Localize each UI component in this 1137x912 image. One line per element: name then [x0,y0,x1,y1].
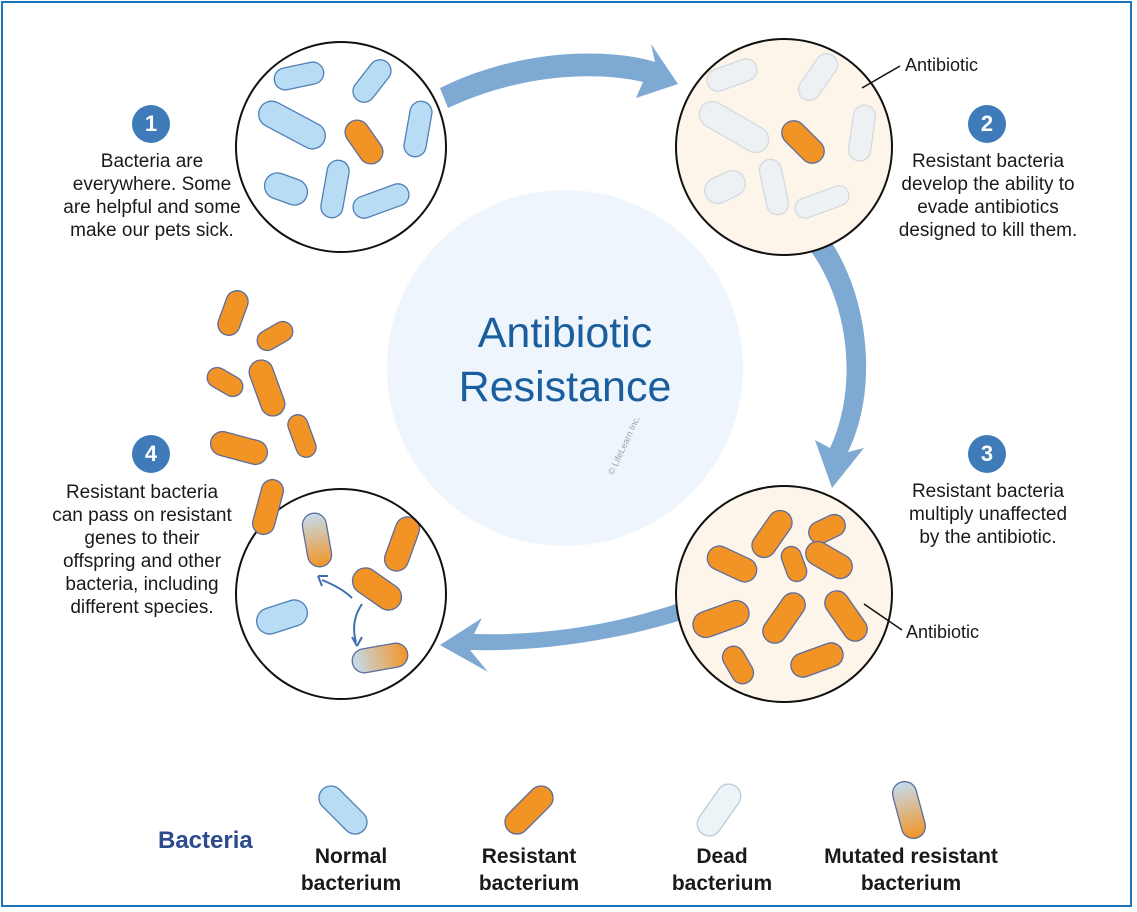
dead-bacterium [794,185,850,219]
resistant-bacterium [344,119,384,165]
circle-2-antibiotic [675,38,901,256]
legend-label-normal: Normal bacterium [300,845,402,895]
legend-label-mutated: Mutated resistant bacterium [824,845,998,895]
dead-bacterium [704,169,746,205]
resistant-bacterium [256,320,294,352]
legend-title: Bacteria [158,827,253,854]
resistant-bacterium [383,516,421,572]
resistant-bacterium [251,478,285,536]
normal-bacterium [352,183,410,219]
arrow-2-to-3 [810,240,867,488]
resistant-bacterium-icon [504,785,554,835]
resistant-bacterium [206,366,244,398]
step-1-badge: 1 [132,105,170,143]
arrow-3-to-4 [440,602,688,672]
normal-bacterium [263,172,309,206]
resistant-bacterium [209,430,269,466]
normal-bacterium [352,59,392,103]
mutated-bacterium [301,512,333,568]
circle-1-normal-bacteria [235,41,447,253]
step-2-text: Resistant bacteria develop the ability t… [898,151,1078,241]
circle-3-multiplying [675,485,903,703]
mutated-bacterium-icon [891,780,927,840]
legend-label-dead: Dead bacterium [671,845,773,895]
arrow-1-to-2 [440,44,678,108]
step-4-badge: 4 [132,435,170,473]
dead-bacterium [698,100,770,154]
center-circle [387,190,743,546]
antibiotic-label-top: Antibiotic [905,55,979,75]
resistant-bacterium [780,545,808,583]
step-4-text: Resistant bacteria can pass on resistant… [52,482,232,618]
normal-bacterium [273,61,325,91]
resistant-bacterium [781,120,825,164]
resistant-bacterium [248,359,286,417]
normal-bacterium [258,100,326,150]
dead-bacterium [758,158,790,216]
resistant-bacterium [351,567,403,611]
resistant-bacterium [790,642,844,678]
resistant-bacterium [706,545,758,583]
dead-bacterium [797,53,839,101]
dead-bacterium-icon [696,783,742,837]
resistant-bacterium [217,290,249,336]
resistant-bacterium [287,414,317,458]
normal-bacterium [255,599,309,635]
resistant-bacterium [692,599,750,639]
circle-4-gene-transfer [235,488,447,700]
resistant-bacterium [824,590,868,642]
resistant-bacterium [808,513,846,545]
normal-bacterium [320,159,350,219]
mutated-bacterium [351,642,409,674]
step-3-text: Resistant bacteria multiply unaffected b… [908,481,1068,548]
antibiotic-leader-line [863,603,903,631]
resistant-bacterium [805,540,853,580]
legend-label-resistant: Resistant bacterium [478,845,580,895]
step-1-text: Bacteria are everywhere. Some are helpfu… [63,151,241,241]
antibiotic-label-bottom: Antibiotic [906,622,980,642]
diagram-title: Antibiotic Resistance [458,309,672,411]
resistant-bacterium [751,509,793,559]
cycle-arrows [440,44,867,672]
step-3-badge: 3 [968,435,1006,473]
resistant-bacterium [721,645,755,685]
normal-bacterium [403,100,433,158]
legend-icons [318,780,927,840]
transfer-arrows [317,575,363,647]
dead-bacterium [847,104,877,162]
step-2-badge: 2 [968,105,1006,143]
offspring-bacteria [206,290,317,536]
antibiotic-leader-line [861,65,901,89]
resistant-bacterium [762,592,806,644]
dead-bacterium [706,58,758,92]
normal-bacterium-icon [318,785,368,835]
